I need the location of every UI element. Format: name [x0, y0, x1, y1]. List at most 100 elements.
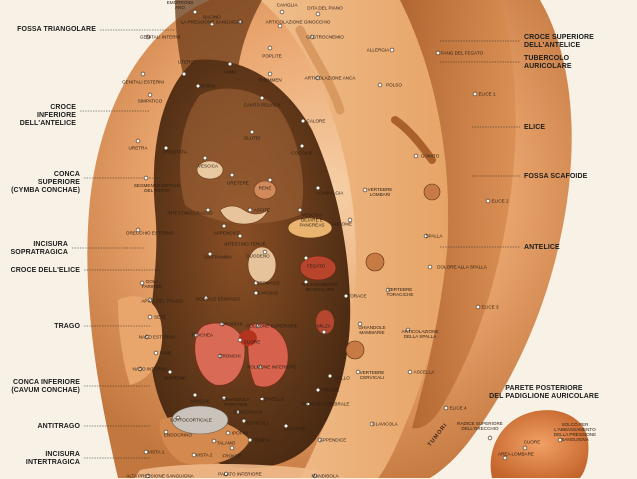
- label-articolazione-anca: ARTICOLAZIONE ANCA: [304, 75, 356, 81]
- point-dot: [193, 332, 199, 338]
- lobule-shape: [135, 464, 330, 478]
- point-dot: [223, 471, 229, 477]
- label-vertebre-lombari: VERTEBRE LOMBARI: [367, 187, 393, 197]
- label-orecchio-esterno: ORECCHIO ESTERNO: [125, 230, 175, 236]
- label-intestino-crasso: INTESTINO CRASSO: [167, 210, 213, 216]
- label-intestino-tenue: INTESTINO TENUE: [224, 241, 266, 247]
- point-dot: [487, 435, 493, 441]
- point-dot: [317, 437, 323, 443]
- label-endocrino: ENDOCRINO: [163, 432, 193, 438]
- point-dot: [135, 227, 141, 233]
- point-dot: [211, 438, 217, 444]
- point-dot: [191, 452, 197, 458]
- label-dolore-spalla: DOLORE ALLA SPALLA: [437, 264, 487, 270]
- point-dot: [389, 47, 395, 53]
- label-ipofisi: IPOFISI: [231, 430, 249, 436]
- label-allergia: ALLERGIA: [366, 47, 390, 53]
- label-lombalgia: LOMBALGIA: [316, 190, 344, 196]
- label-gola-faringe: GOLA FARINGE: [141, 279, 163, 289]
- header-tubercolo: TUBERCOLO AURICOLARE: [524, 55, 572, 70]
- header-parete-posteriore: PARETE POSTERIORE DEL PADIGLIONE AURICOL…: [489, 385, 599, 400]
- point-dot: [435, 50, 441, 56]
- label-tiroide: TIROIDE: [320, 387, 340, 393]
- scaphoid-fossa-shape: [395, 0, 516, 429]
- posterior-ear-shape: [490, 410, 589, 478]
- point-dot: [305, 401, 311, 407]
- label-alta-pressione: ALTA PRESSIONE SANGUIGNA: [126, 473, 194, 479]
- point-dot: [309, 34, 315, 40]
- point-dot: [217, 353, 223, 359]
- point-dot: [279, 9, 285, 15]
- label-radice-superiore: RADICE SUPERIORE DELL'ORECCHIO: [457, 421, 503, 431]
- point-dot: [267, 71, 273, 77]
- point-dot: [144, 334, 150, 340]
- label-spalla: SPALLA: [425, 233, 443, 239]
- point-dot: [369, 421, 375, 427]
- point-dot: [413, 153, 419, 159]
- label-uretra: URETRA: [128, 145, 148, 151]
- header-croce-elice: CROCE DELL'ELICE: [10, 267, 80, 274]
- point-dot: [139, 280, 145, 286]
- label-rilassamento: RILASSAMENTO MUSCOLARE: [302, 282, 338, 292]
- label-tronco-cerebrale: TRONCO CEREBRALE: [300, 401, 350, 407]
- label-elice-4: ELICE 4: [449, 405, 467, 411]
- label-collo: COLLO: [334, 375, 350, 381]
- point-dot: [219, 321, 225, 327]
- point-dot: [377, 82, 383, 88]
- label-palato-inferiore: PALATO INFERIORE: [218, 471, 262, 477]
- point-dot: [267, 45, 273, 51]
- point-dot: [347, 217, 353, 223]
- label-bassa-pressione: LA PRESSIONE SANGUIGNA: [180, 19, 244, 25]
- header-conca-inferiore: CONCA INFERIORE (CAVUM CONCHAE): [11, 379, 80, 394]
- point-dot: [143, 175, 149, 181]
- label-coccige: COCCIGE: [291, 150, 313, 156]
- label-vista-2: VISTA 2: [195, 452, 213, 458]
- point-dot: [221, 395, 227, 401]
- head-drawing-1: [423, 183, 441, 201]
- point-dot: [385, 287, 391, 293]
- point-dot: [321, 329, 327, 335]
- label-fame: FAME: [159, 350, 173, 356]
- label-uretere: URETERE: [227, 180, 249, 186]
- point-dot: [195, 83, 201, 89]
- label-simpatico: SIMPATICO: [137, 98, 163, 104]
- point-dot: [145, 34, 151, 40]
- label-bacino: BACINO: [203, 14, 221, 20]
- point-dot: [221, 223, 227, 229]
- label-mandibola: MANDIBOLA: [311, 473, 339, 479]
- point-dot: [259, 396, 265, 402]
- label-calore: CALORE: [306, 118, 326, 124]
- spleen-drawing: [316, 310, 334, 334]
- label-vescica: VESCICA: [197, 163, 219, 169]
- header-trago: TRAGO: [54, 323, 80, 330]
- label-appendice: APPENDICE: [213, 230, 241, 236]
- point-dot: [485, 198, 491, 204]
- point-dot: [227, 61, 233, 67]
- label-ascite: ASCITE: [253, 207, 271, 213]
- header-elice: ELICE: [524, 124, 546, 131]
- label-fango-fegato: FANG DEL FEGATO: [440, 50, 484, 56]
- point-dot: [303, 279, 309, 285]
- label-dingchuan: DINGCHUAN: [234, 409, 262, 415]
- point-dot: [327, 373, 333, 379]
- point-dot: [135, 138, 141, 144]
- label-articolazione-ginocchio: ARTICOLAZIONE GINOCCHIO: [265, 19, 331, 25]
- point-dot: [237, 233, 243, 239]
- label-vertebre-cervicali: VERTEBRE CERVICALI: [359, 370, 385, 380]
- point-dot: [262, 249, 268, 255]
- header-fossa-scafoide: FOSSA SCAFOIDE: [524, 173, 588, 180]
- label-milza: MILZA: [317, 323, 331, 329]
- liver-drawing: [299, 255, 337, 281]
- label-polmone-superiore: POLMONE SUPERIORE: [246, 323, 298, 329]
- label-bronchi-2: BRONCHI: [219, 353, 241, 359]
- point-dot: [241, 418, 247, 424]
- label-fronte: FRONTE: [222, 453, 242, 459]
- leg-drawing: [295, 25, 345, 115]
- label-elice-1: ELICE 1: [478, 91, 496, 97]
- label-gastrocnemio: GASTROCNEMIO: [306, 34, 344, 40]
- header-antitrago: ANTITRAGO: [37, 423, 80, 430]
- label-gomito: GOMITO: [420, 153, 440, 159]
- point-dot: [147, 297, 153, 303]
- point-dot: [247, 207, 253, 213]
- label-ghiandola-parotide: GHIANDOLA PAROTIDE: [222, 397, 250, 407]
